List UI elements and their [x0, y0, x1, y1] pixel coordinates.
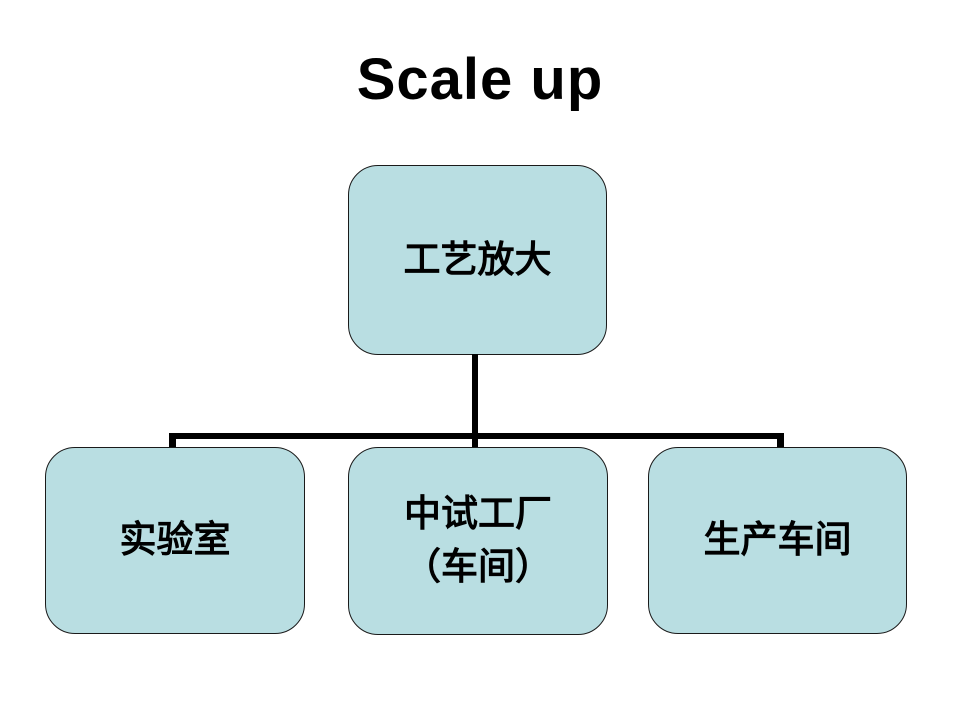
node-label: 工艺放大: [403, 238, 552, 280]
connector-horizontal-rail: [169, 433, 784, 439]
connector-stub-left: [169, 433, 176, 448]
node-label: 实验室: [119, 519, 231, 561]
node-laboratory: 实验室: [45, 447, 305, 634]
node-label: 生产车间: [703, 519, 852, 561]
node-process-scale-up: 工艺放大: [348, 165, 607, 355]
connector-stub-right: [777, 433, 784, 448]
node-production-workshop: 生产车间: [648, 447, 907, 634]
node-label-line1: 中试工厂: [404, 493, 552, 535]
node-label: 中试工厂 （车间）: [404, 488, 552, 593]
node-label-line2: （车间）: [404, 546, 552, 587]
node-pilot-plant: 中试工厂 （车间）: [348, 447, 608, 635]
slide-title: Scale up: [356, 47, 604, 112]
connector-trunk-line: [472, 354, 478, 448]
